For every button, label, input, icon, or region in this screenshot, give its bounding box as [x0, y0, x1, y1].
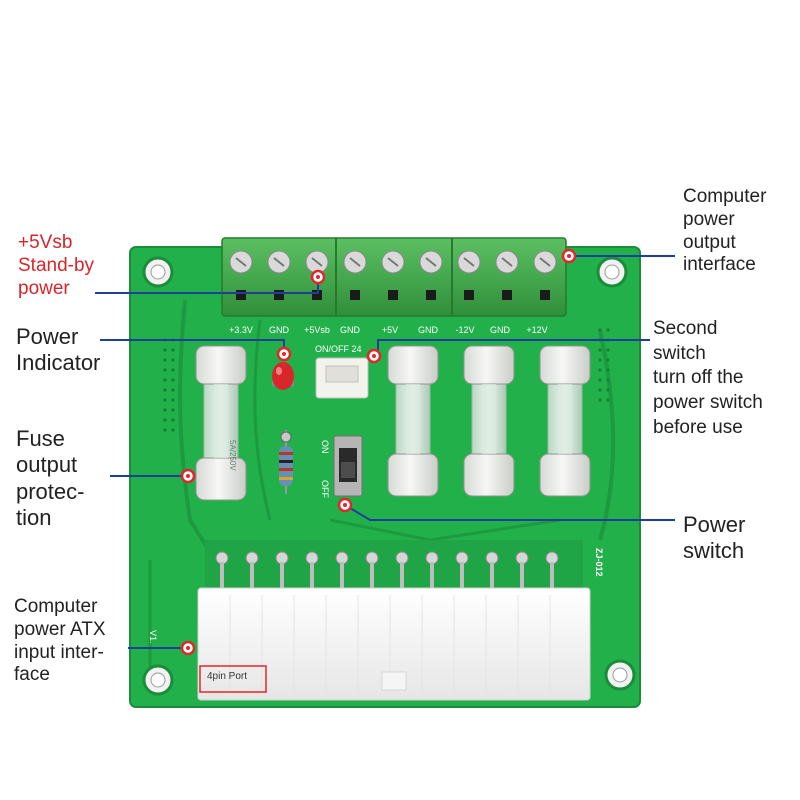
fuse	[387, 345, 439, 497]
terminal-screw	[495, 250, 519, 300]
terminal-screw	[381, 250, 405, 300]
callout-output-interface: Computer power output interface	[683, 186, 767, 276]
switch-off-label: OFF	[320, 480, 330, 498]
mounting-hole	[604, 659, 636, 691]
callout-standby-power: +5Vsb Stand-by power	[18, 232, 95, 299]
terminal-screw	[419, 250, 443, 300]
port-tag-box	[199, 665, 267, 693]
switch-header-label: ON/OFF 24	[315, 344, 362, 354]
callout-atx-input: Computer power ATX input inter- face	[14, 596, 106, 686]
mounting-hole	[142, 256, 174, 288]
power-led	[272, 362, 294, 390]
terminal-label: +3.3V	[229, 325, 253, 335]
fuse	[539, 345, 591, 497]
terminal-label: GND	[269, 325, 290, 335]
marker-dot	[337, 497, 353, 513]
fuse-marking: 5A/250V	[228, 440, 237, 471]
resistor	[279, 430, 293, 494]
terminal-screw	[457, 250, 481, 300]
terminal-screw	[343, 250, 367, 300]
callout-fuse-protection: Fuse output protec- tion	[16, 426, 85, 531]
callout-second-switch: Second switch turn off the power switch …	[653, 318, 763, 438]
leader-lines	[95, 255, 675, 649]
fuse	[463, 345, 515, 497]
terminal-screw	[229, 250, 253, 300]
switch-header-connector	[315, 357, 369, 399]
slide-switch[interactable]	[333, 435, 363, 497]
callout-power-indicator: Power Indicator	[16, 324, 101, 376]
marker-dot	[180, 468, 196, 484]
atx-connector	[197, 587, 591, 701]
terminal-label: GND	[340, 325, 361, 335]
version-label: V1.	[148, 630, 158, 644]
terminal-block	[221, 237, 567, 317]
terminal-label: GND	[418, 325, 439, 335]
marker-dot	[366, 348, 382, 364]
fuse	[195, 345, 247, 501]
terminal-label: GND	[490, 325, 511, 335]
terminal-label: +12V	[526, 325, 547, 335]
terminal-label: +5Vsb	[304, 325, 330, 335]
switch-on-label: ON	[320, 440, 330, 454]
marker-dot	[310, 269, 326, 285]
marker-dot	[180, 640, 196, 656]
mounting-hole	[596, 256, 628, 288]
port-tag: 4pin Port	[207, 671, 247, 682]
marker-dot	[561, 248, 577, 264]
terminal-screw	[267, 250, 291, 300]
terminal-label: +5V	[382, 325, 398, 335]
marker-dot	[276, 346, 292, 362]
mounting-hole	[142, 664, 174, 696]
terminal-label: -12V	[455, 325, 474, 335]
model-label: ZJ-012	[594, 548, 604, 577]
callout-power-switch: Power switch	[683, 512, 746, 564]
terminal-screw	[533, 250, 557, 300]
